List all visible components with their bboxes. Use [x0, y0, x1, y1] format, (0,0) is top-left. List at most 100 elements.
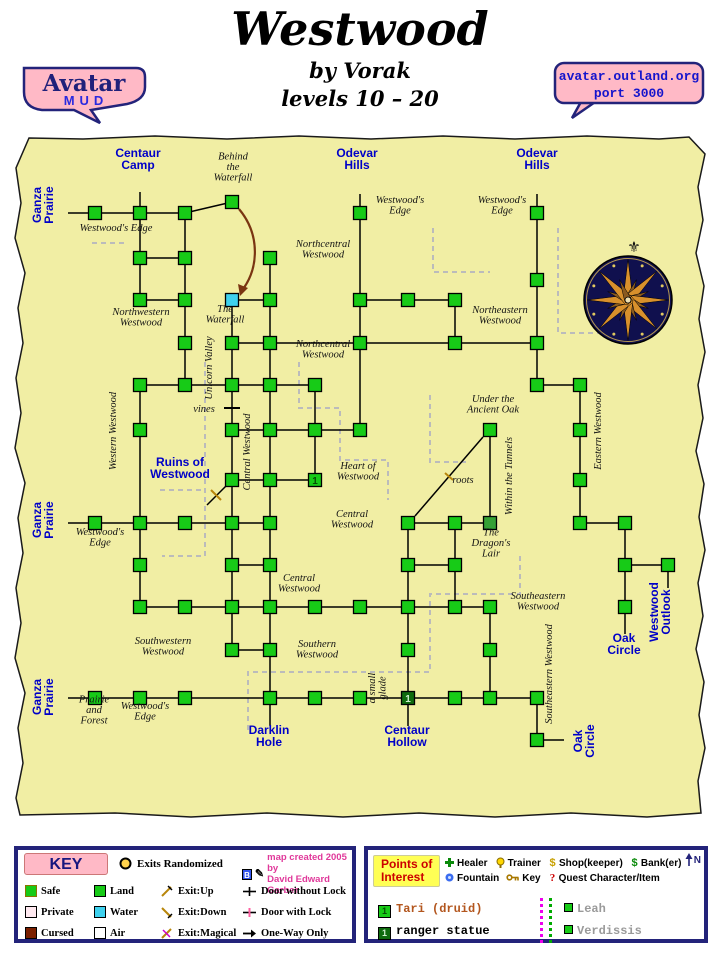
swatch-water: [94, 906, 106, 918]
map-room: [262, 515, 278, 531]
map-room: [262, 690, 278, 706]
door-tick: [210, 489, 222, 501]
area-boundary-dashed: [247, 556, 521, 732]
map-room: [132, 515, 148, 531]
statue-marker: 1: [378, 927, 391, 940]
map-room: [132, 250, 148, 266]
key-entry-private: Private: [25, 902, 91, 922]
map-room: [262, 292, 278, 308]
map-room-waterfall: [224, 292, 240, 308]
area-boundary-dashed: [298, 362, 389, 500]
swatch-safe: [25, 885, 37, 897]
map-room: [87, 205, 103, 221]
map-room: [177, 377, 193, 393]
verdissis-marker: [564, 925, 573, 934]
north-letter: N: [693, 854, 701, 866]
map-area-label: Western Westwood: [108, 391, 119, 470]
map-corridor: [184, 201, 233, 214]
map-room: [177, 292, 193, 308]
key-title: KEY: [24, 853, 108, 875]
exit-up-icon: [159, 884, 174, 899]
door-icon: [242, 884, 257, 899]
map-room: [572, 515, 588, 531]
key-entry-safe: Safe: [25, 881, 91, 901]
key-entry-label: Exit:Down: [178, 906, 227, 918]
map-room: [529, 272, 545, 288]
map-room: [352, 335, 368, 351]
badge-mud-text: MUD: [64, 93, 109, 108]
tari-marker: 1: [378, 905, 391, 918]
badge-shield-shape: [22, 66, 147, 125]
map-area-label: Westwood's Edge: [80, 223, 153, 234]
map-room: [177, 250, 193, 266]
map-room: [482, 642, 498, 658]
map-room: [224, 557, 240, 573]
key-entry-label: Cursed: [41, 927, 74, 939]
map-room: [400, 515, 416, 531]
swatch-private: [25, 906, 37, 918]
map-room: [482, 599, 498, 615]
map-file-icon: B: [242, 868, 252, 880]
map-room: [447, 292, 463, 308]
map-room: [224, 194, 240, 210]
fleur-de-lis-icon: ⚜: [627, 238, 640, 256]
map-room: [660, 557, 676, 573]
map-room-dragons-lair: [482, 515, 498, 531]
avatar-mud-badge: Avatar MUD: [22, 66, 147, 125]
map-room: [352, 205, 368, 221]
map-room: [177, 690, 193, 706]
map-room: [262, 557, 278, 573]
map-room: [177, 335, 193, 351]
door-tick: [444, 472, 454, 481]
map-room: [529, 732, 545, 748]
map-room: [572, 422, 588, 438]
svg-text:?: ?: [549, 872, 555, 883]
key-entry-label: Private: [41, 906, 74, 918]
map-room: [482, 690, 498, 706]
map-room: [447, 599, 463, 615]
badge-avatar-text: Avatar: [42, 70, 127, 97]
map-room-centaur-hollow-statue: [400, 690, 416, 706]
swatch-air: [94, 927, 106, 939]
area-boundary-dashed: [162, 362, 206, 557]
poi-label: Fountain: [457, 873, 500, 884]
map-room: [262, 472, 278, 488]
wander-path-magenta: [540, 898, 543, 943]
map-room: [307, 690, 323, 706]
map-room: [447, 557, 463, 573]
map-room: [224, 599, 240, 615]
key-entry-label: Exit:Up: [178, 885, 214, 897]
door-lock-icon: [242, 905, 257, 920]
badge-host-text: avatar.outland.org: [559, 69, 700, 84]
map-room: [400, 642, 416, 658]
map-room: [447, 335, 463, 351]
poi-entry-verdissis: Verdissis: [564, 924, 642, 938]
address-badge: avatar.outland.org port 3000: [553, 61, 705, 120]
map-area-label: Southeastern Westwood: [544, 623, 555, 723]
key-entry-label: Water: [110, 906, 138, 918]
shop-icon: $: [548, 856, 557, 871]
statue-room-number: 1: [405, 694, 411, 705]
map-room: [262, 377, 278, 393]
map-room: [617, 557, 633, 573]
wander-path-green: [549, 898, 552, 943]
svg-text:$: $: [631, 857, 637, 868]
map-room: [352, 690, 368, 706]
map-room: [307, 599, 323, 615]
